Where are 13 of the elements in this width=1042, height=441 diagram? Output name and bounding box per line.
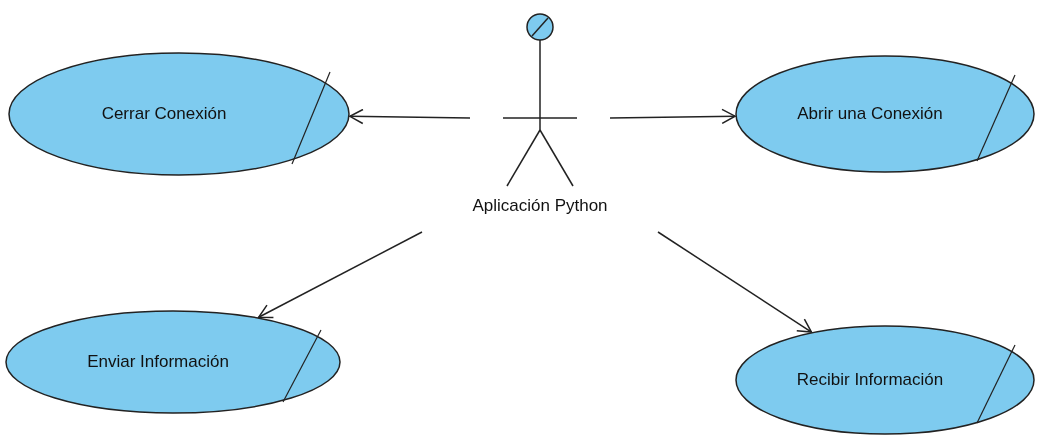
use-case-label: Enviar Información [87, 352, 229, 372]
arrow [349, 108, 471, 125]
use-case-label: Abrir una Conexión [797, 104, 943, 124]
use-case-ellipse [5, 310, 341, 414]
use-case-ellipse [735, 55, 1035, 173]
use-case-ellipse [8, 52, 350, 176]
use-case-label: Recibir Información [796, 370, 944, 390]
actor-label: Aplicación Python [472, 196, 608, 216]
use-case-ellipse [735, 325, 1035, 435]
use-case-label: Cerrar Conexión [101, 104, 227, 124]
arrow [257, 231, 423, 319]
arrow [609, 108, 736, 125]
arrow [657, 231, 813, 333]
